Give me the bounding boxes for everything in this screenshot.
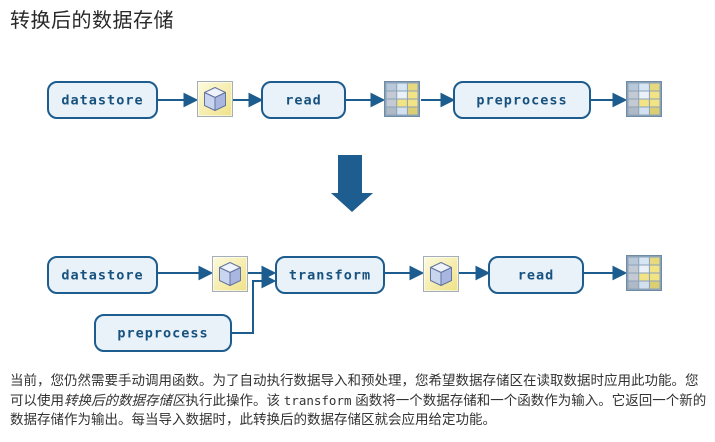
pipeline-before: datastore read preprocess (47, 81, 662, 119)
node-preprocess-after: preprocess (94, 314, 232, 352)
code-transform: transform (283, 392, 352, 408)
cube-icon (197, 81, 233, 117)
term-transformed-datastore: 转换后的数据存储区 (64, 392, 186, 408)
branch-connector-arrow (231, 273, 277, 334)
node-datastore-before: datastore (47, 81, 158, 119)
table-icon (626, 255, 662, 291)
table-icon (626, 81, 662, 117)
down-arrow-icon (331, 155, 373, 212)
svg-text:preprocess: preprocess (476, 93, 567, 109)
node-transform: transform (275, 256, 385, 294)
table-icon (384, 81, 420, 117)
page-title: 转换后的数据存储 (10, 10, 174, 32)
node-read-after: read (488, 256, 584, 294)
pipeline-after: datastore transform read preprocess (47, 255, 662, 352)
cube-icon (212, 256, 248, 292)
svg-text:preprocess: preprocess (117, 326, 208, 342)
svg-text:datastore: datastore (61, 93, 143, 109)
paragraph-part2: 执行此操作。该 (185, 392, 284, 408)
description-paragraph: 当前，您仍然需要手动调用函数。为了自动执行数据导入和预处理，您希望数据存储区在读… (10, 371, 708, 430)
cube-icon (423, 256, 459, 292)
svg-text:read: read (518, 268, 555, 284)
svg-text:read: read (285, 93, 322, 109)
datastore-transform-diagram: datastore read preprocess (47, 81, 662, 352)
paragraph-part3: 函数将一个数据存储和一个函数作为输入。它返回一个新的数据存储作为输出。每当导入数… (10, 392, 707, 428)
node-read-before: read (261, 81, 346, 119)
node-preprocess-before: preprocess (453, 81, 591, 119)
node-datastore-after: datastore (47, 256, 158, 294)
paragraph-part1: 当前，您仍然需要手动调用函数。为了自动执行数据导入和预处理，您希望数据存储区在读… (10, 373, 699, 408)
svg-text:datastore: datastore (61, 268, 143, 284)
svg-text:transform: transform (289, 268, 371, 284)
